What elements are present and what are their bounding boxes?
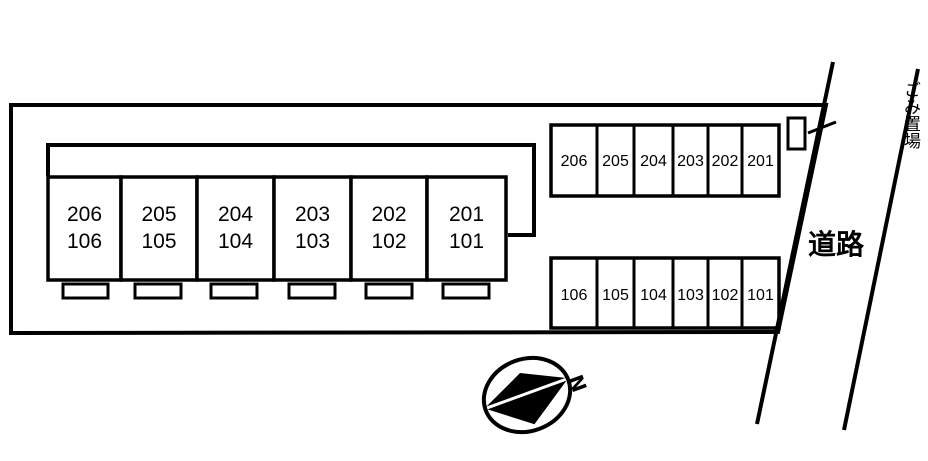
parking-space-label: 105 [602,287,629,304]
balcony [209,282,259,300]
parking-upper-row: 206 205 204 203 202 201 [549,123,781,198]
north-label: N [563,371,591,395]
building-corridor [46,143,536,237]
parking-space-label: 201 [747,153,774,170]
garbage-area-box [786,116,807,151]
parking-space-label: 204 [640,153,667,170]
parking-space-label: 103 [677,287,704,304]
balcony [441,282,491,300]
unit-205-105: 205 105 [119,175,199,300]
unit-lower-label: 103 [295,230,330,253]
unit-box [349,175,429,282]
road-edge-west [755,61,835,425]
unit-lower-label: 104 [218,230,253,253]
unit-202-102: 202 102 [349,175,429,300]
unit-204-104: 204 104 [195,175,276,300]
garbage-area-leader [807,120,837,135]
road-edge-east [842,68,920,431]
parking-lower-row: 106 105 104 103 102 101 [549,256,781,330]
unit-upper-label: 203 [295,203,330,226]
parking-space-label: 106 [561,287,588,304]
unit-upper-label: 201 [449,203,484,226]
unit-lower-label: 105 [141,230,176,253]
unit-203-103: 203 103 [272,175,353,300]
unit-upper-label: 206 [67,203,102,226]
compass-upper-half [486,373,566,407]
north-compass [481,355,573,435]
unit-box [119,175,199,282]
unit-206-106: 206 106 [46,175,123,300]
unit-lower-label: 102 [371,230,406,253]
unit-upper-label: 205 [141,203,176,226]
unit-lower-label: 106 [67,230,102,253]
unit-lower-label: 101 [449,230,484,253]
unit-box [272,175,353,282]
unit-upper-label: 204 [218,203,253,226]
balcony [287,282,337,300]
unit-box [425,175,508,282]
parking-space-label: 104 [640,287,667,304]
parking-space-label: 205 [602,153,629,170]
unit-box [46,175,123,282]
building-units: 206 106 205 105 204 104 203 103 202 102 [46,175,508,300]
compass-needle [487,380,567,425]
parking-space-label: 102 [712,287,739,304]
balcony [364,282,414,300]
road-label: 道路 [808,228,865,261]
unit-upper-label: 202 [371,203,406,226]
unit-201-101: 201 101 [425,175,508,300]
balcony [61,282,110,300]
parking-space-label: 203 [677,153,704,170]
parking-space-label: 101 [747,287,774,304]
unit-box [195,175,276,282]
balcony [133,282,183,300]
parking-space-label: 206 [561,153,588,170]
parking-space-label: 202 [712,153,739,170]
